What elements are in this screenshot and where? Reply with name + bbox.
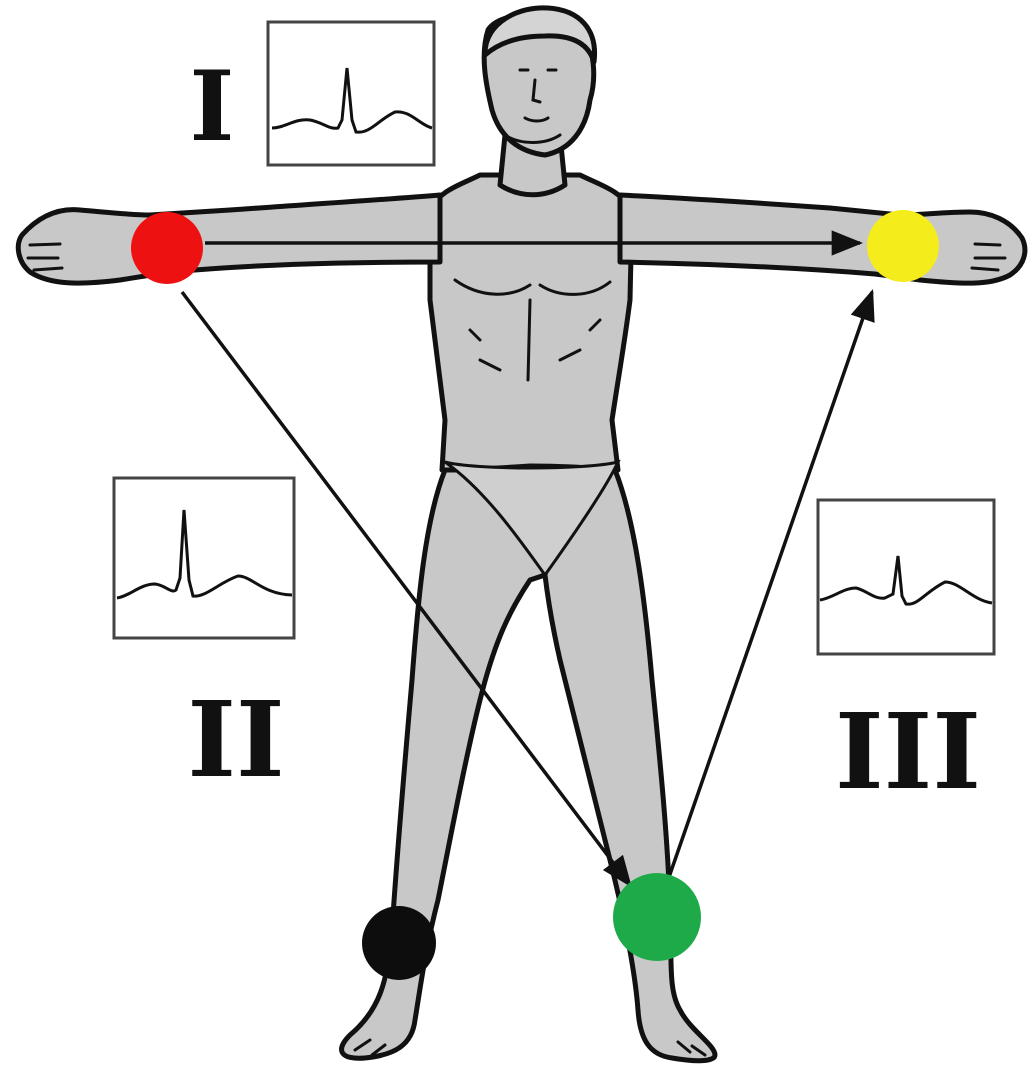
electrode-left-leg: [613, 873, 701, 961]
ecg-box-lead-2: [114, 478, 294, 638]
right-leg-outline: [545, 470, 715, 1061]
electrode-left-arm: [867, 210, 939, 282]
ecg-box-lead-1: [268, 22, 434, 165]
right-arm-outline: [18, 195, 440, 283]
lead-2-label: II: [187, 678, 284, 801]
left-arm-outline: [620, 195, 1025, 283]
electrode-right-arm: [131, 212, 203, 284]
lead-1-label: I: [190, 50, 235, 163]
electrode-right-leg: [362, 906, 436, 980]
torso-outline: [430, 175, 632, 470]
lead-3-label: III: [835, 690, 981, 813]
left-leg-outline: [342, 470, 545, 1058]
ecg-box-lead-3: [818, 500, 994, 654]
